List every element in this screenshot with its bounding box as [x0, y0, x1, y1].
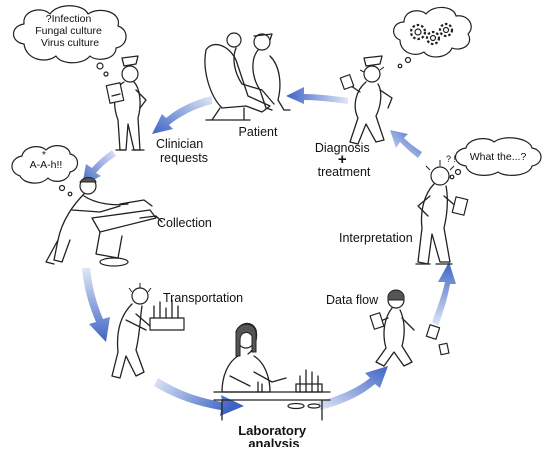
interpreter-question-marks: ? !: [446, 154, 456, 164]
arrow-diagnosis-to-patient: [286, 87, 348, 104]
clinician-figure: [105, 55, 147, 151]
label-diagnosis: Diagnosis: [315, 141, 370, 155]
arrow-patient-to-clinician: [152, 96, 212, 134]
collection-bubble-asterisk: *: [42, 150, 46, 161]
label-transportation: Transportation: [163, 291, 243, 305]
label-laboratory: Laboratory: [238, 423, 307, 438]
arrow-lab-to-dataflow: [318, 366, 388, 410]
label-clinician-requests: Clinician requests: [156, 137, 208, 165]
diagnosis-thought-bubble: [393, 6, 472, 69]
arrow-clinician-to-collection: [82, 150, 116, 186]
label-interpretation: Interpretation: [339, 231, 413, 245]
label-laboratory-analysis: Laboratory analysis: [238, 423, 310, 447]
laboratory-figure: [213, 322, 331, 421]
clinician-bubble-text: ?Infection Fungal culture Virus culture: [35, 13, 104, 49]
label-plus: +: [338, 151, 347, 168]
label-patient: Patient: [239, 125, 278, 139]
interpreter-bubble-text: What the...?: [470, 151, 527, 163]
label-clinician: Clinician: [156, 137, 203, 151]
interpreter-figure: [415, 160, 469, 265]
label-analysis: analysis: [248, 436, 299, 447]
bubble-line-virus: Virus culture: [41, 37, 99, 49]
label-requests: requests: [160, 151, 208, 165]
arrow-collection-to-transportation: [82, 268, 110, 342]
transportation-figure: [111, 283, 185, 379]
arrow-dataflow-to-interpretation: [432, 262, 456, 326]
collection-thought-bubble: [11, 145, 79, 197]
clinician-thought-bubble: [12, 5, 127, 77]
interpreter-thought-bubble: [449, 137, 542, 180]
label-collection: Collection: [157, 216, 212, 230]
bubble-line-infection: ?Infection: [46, 13, 92, 25]
collection-figure: [45, 177, 163, 267]
arrow-interpretation-to-diagnosis: [390, 130, 422, 158]
label-diagnosis-treatment: Diagnosis + treatment: [315, 141, 373, 179]
diagnosis-figure: [339, 55, 393, 145]
arrow-transportation-to-lab: [154, 378, 244, 416]
labels: Patient Clinician requests Collection Tr…: [30, 13, 527, 451]
collection-bubble-text: A-A-h!!: [30, 159, 63, 171]
patient-figure: [204, 32, 291, 121]
label-data-flow: Data flow: [326, 293, 379, 307]
dataflow-figure: [369, 289, 450, 367]
bubble-line-fungal: Fungal culture: [35, 25, 102, 37]
label-treatment: treatment: [318, 165, 371, 179]
